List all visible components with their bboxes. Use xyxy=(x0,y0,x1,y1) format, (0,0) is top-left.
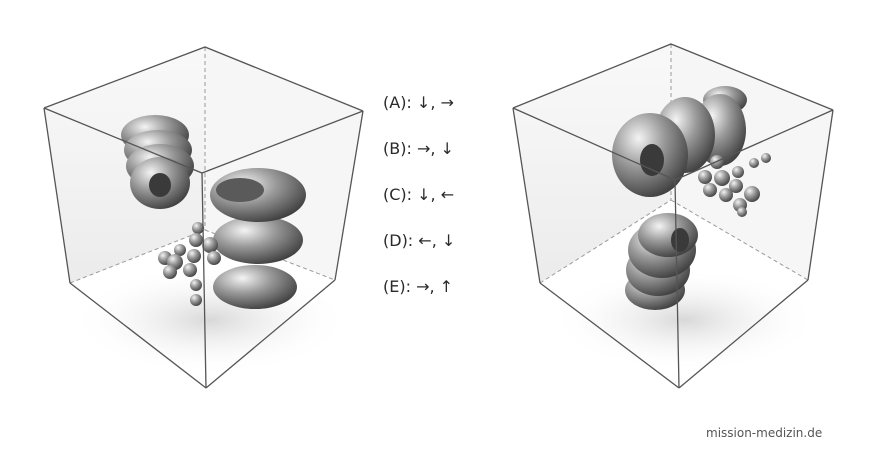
option-a: (A): ↓, → xyxy=(383,93,454,112)
left-cube-figure xyxy=(43,46,364,389)
torus-coil-top xyxy=(612,86,747,197)
spiral-coil-right xyxy=(210,168,306,309)
torus-coil-bottom xyxy=(625,213,698,310)
cube-edges xyxy=(43,46,364,389)
torus-coil-left xyxy=(121,115,194,209)
cube-edges xyxy=(512,43,834,389)
watermark-text: mission-medizin.de xyxy=(706,426,823,440)
option-e: (E): →, ↑ xyxy=(383,277,454,296)
right-cube-figure xyxy=(512,43,834,389)
answer-options: (A): ↓, → (B): →, ↓ (C): ↓, ← (D): ←, ↓ … xyxy=(383,92,455,322)
sphere-cluster xyxy=(698,153,771,217)
sphere-cluster xyxy=(158,222,221,306)
option-b: (B): →, ↓ xyxy=(383,139,454,158)
option-d: (D): ←, ↓ xyxy=(383,231,456,250)
cube-faces xyxy=(513,44,833,372)
option-c: (C): ↓, ← xyxy=(383,185,455,204)
cube-faces xyxy=(44,47,363,375)
